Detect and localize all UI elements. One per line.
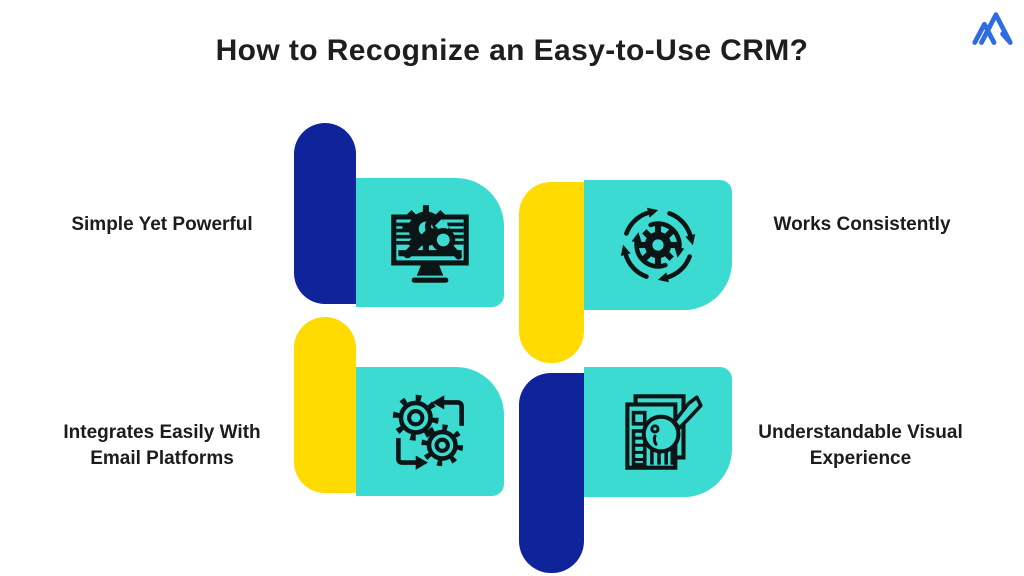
accent-pill-yellow (519, 182, 584, 363)
integration-gears-icon (392, 394, 464, 470)
feature-label: Works Consistently (773, 214, 951, 235)
icon-card (584, 367, 732, 497)
feature-label: Integrates Easily With Email Platforms (63, 422, 261, 469)
feature-label: Simple Yet Powerful (71, 214, 253, 235)
feature-label: Understandable Visual Experience (758, 422, 963, 469)
icon-card (356, 178, 504, 307)
accent-pill-navy (294, 123, 356, 304)
page-title: How to Recognize an Easy-to-Use CRM? (215, 34, 809, 67)
icon-card (356, 367, 504, 496)
sync-gear-icon (620, 207, 696, 283)
accent-pill-yellow (294, 317, 356, 493)
report-magnifier-icon (625, 394, 703, 470)
mountain-logo-icon (972, 12, 1013, 45)
brand-logo (970, 8, 1016, 50)
icon-card (584, 180, 732, 310)
monitor-tools-icon (391, 204, 469, 283)
accent-pill-navy (519, 373, 584, 573)
